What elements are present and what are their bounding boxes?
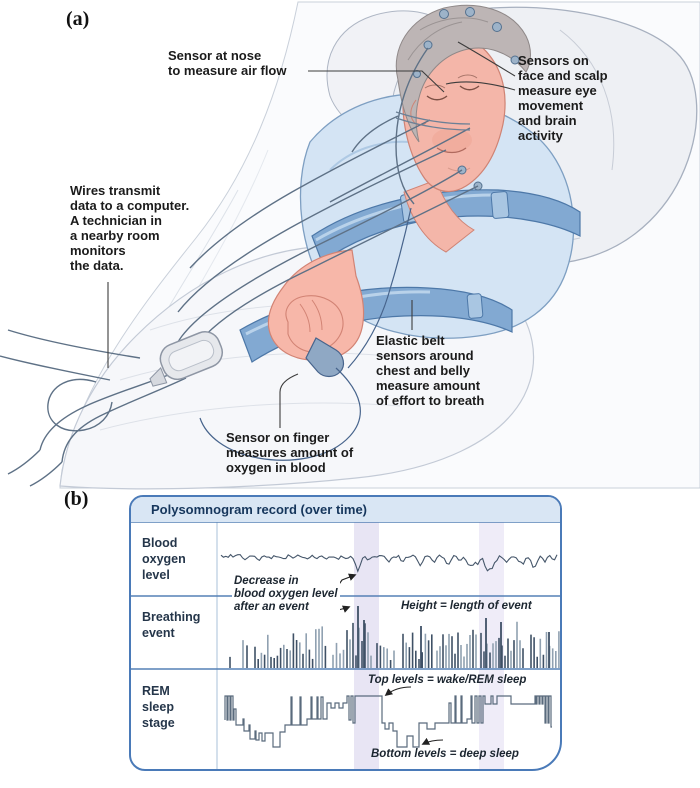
annotation-elastic-belt: Elastic belt sensors around chest and be… [376,333,485,408]
breathing-event-bars [229,606,560,668]
face-leader-line-2 [445,81,516,91]
data-transmitter-device [149,331,224,387]
blood-oxygen-trace [220,553,558,573]
annotation-finger-sensor: Sensor on finger measures amount of oxyg… [226,430,354,475]
polysomnogram-panel: Polysomnogram record (over time) Blood o… [129,495,562,771]
face-leader-line-1 [457,41,516,77]
annotation-leader-lines [107,41,516,428]
panel-a-illustration [0,1,700,490]
top-levels-arrow [384,686,412,697]
panel-b-label: (b) [64,488,89,510]
annotation-top-levels: Top levels = wake/REM sleep [368,674,527,686]
annotation-oxygen-decrease: Decrease in blood oxygen level after an … [232,574,340,615]
annotation-face-scalp-sensors: Sensors on face and scalp measure eye mo… [518,53,608,143]
row-label-rem-sleep-stage: REM sleep stage [142,684,175,730]
nose-leader-line [308,70,445,93]
row-label-breathing-event: Breathing event [142,610,201,640]
bottom-levels-arrow [421,737,444,745]
head [395,4,531,253]
finger-leader-line [279,373,299,428]
polysomnogram-title: Polysomnogram record (over time) [131,497,560,522]
row-label-blood-oxygen: Blood oxygen level [142,536,186,582]
electrodes [413,7,520,191]
rem-sleep-stage-trace [224,695,552,748]
polysomnogram-chart [131,521,560,769]
cannula-and-sensor-wires [199,111,471,461]
annotation-event-height: Height = length of event [401,600,532,612]
panel-a-label: (a) [66,8,90,30]
annotation-wires-computer: Wires transmit data to a computer. A tec… [70,183,190,273]
annotation-nose-sensor: Sensor at nose to measure air flow [168,48,287,78]
annotation-bottom-levels: Bottom levels = deep sleep [371,748,519,760]
